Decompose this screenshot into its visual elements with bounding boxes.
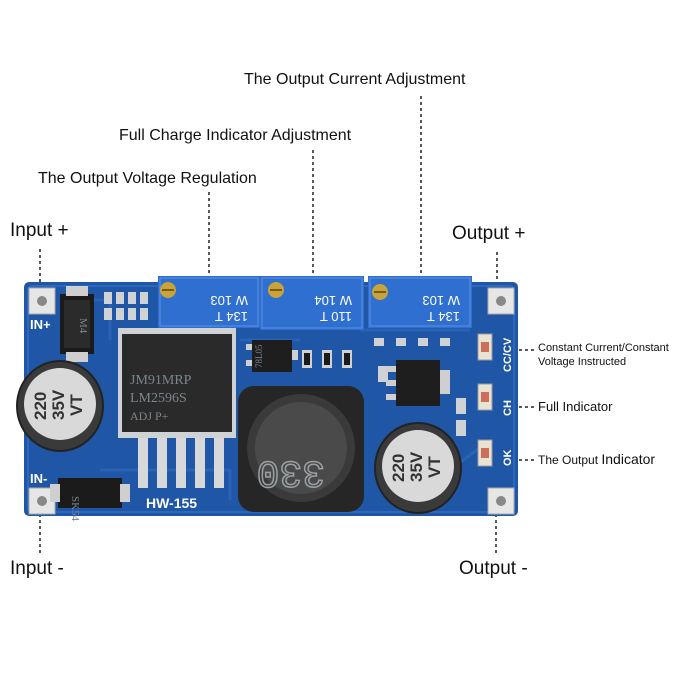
label-input-plus: Input + [10, 220, 69, 241]
svg-text:M4: M4 [77, 318, 89, 334]
svg-text:ADJ P+: ADJ P+ [130, 409, 169, 423]
label-output-indicator: The Output Indicator [538, 452, 655, 468]
led-cc-cv [477, 333, 493, 361]
silk-in-minus: IN- [30, 471, 47, 486]
svg-text:LM2596S: LM2596S [130, 391, 187, 406]
svg-text:W 103: W 103 [422, 293, 460, 308]
label-output-indicator-suffix: Indicator [601, 451, 656, 467]
label-output-indicator-prefix: The Output [538, 453, 602, 467]
svg-text:VT: VT [67, 394, 86, 416]
led-output [477, 439, 493, 467]
capacitor-left: 220 35V VT [16, 360, 104, 452]
label-cc-cv-line1: Constant Current/Constant [538, 342, 669, 354]
label-output-voltage-regulation: The Output Voltage Regulation [38, 170, 257, 187]
svg-text:220: 220 [31, 392, 50, 420]
silk-cc-cv: CC/CV [502, 337, 514, 372]
silk-ch: CH [502, 400, 514, 416]
label-input-minus: Input - [10, 558, 64, 579]
label-output-current-adjustment: The Output Current Adjustment [244, 71, 466, 88]
svg-text:110 T: 110 T [320, 309, 352, 324]
svg-text:35V: 35V [49, 389, 68, 420]
pad-input-plus [28, 287, 56, 315]
label-cc-cv: Constant Current/Constant Voltage Instru… [538, 341, 669, 369]
pot-full-charge: W 104 110 T [260, 276, 364, 330]
svg-text:JM91MRP: JM91MRP [130, 373, 192, 388]
label-full-indicator: Full Indicator [538, 399, 613, 414]
pad-output-plus [487, 287, 515, 315]
silk-model: HW-155 [146, 495, 197, 511]
label-output-plus: Output + [452, 223, 526, 244]
svg-text:134 T: 134 T [215, 309, 248, 324]
svg-text:220: 220 [389, 454, 408, 482]
diode-sk54: SK54 [50, 478, 130, 522]
svg-text:SK54: SK54 [69, 496, 81, 522]
ic-78l05: 78L05 [246, 340, 298, 372]
led-full [477, 383, 493, 411]
pot-voltage: W 103 134 T [158, 276, 260, 328]
label-full-charge-indicator-adjustment: Full Charge Indicator Adjustment [119, 127, 352, 144]
inductor-330: 330 [238, 386, 364, 512]
regulator-lm2596: JM91MRP LM2596S ADJ P+ [118, 328, 236, 488]
silk-ok: OK [502, 449, 514, 466]
label-cc-cv-line2: Voltage Instructed [538, 356, 627, 368]
pot-current: W 103 134 T [368, 276, 472, 328]
svg-text:VT: VT [425, 456, 444, 478]
svg-text:W 104: W 104 [314, 293, 352, 308]
svg-text:W 103: W 103 [210, 293, 248, 308]
diode-m4: M4 [60, 286, 94, 362]
label-output-minus: Output - [459, 558, 528, 579]
capacitor-right: 220 35V VT [374, 422, 462, 514]
ic-right [386, 360, 450, 406]
svg-text:330: 330 [257, 450, 325, 493]
svg-text:78L05: 78L05 [254, 344, 264, 368]
silk-in-plus: IN+ [30, 317, 51, 332]
svg-text:35V: 35V [407, 451, 426, 482]
svg-text:134 T: 134 T [427, 309, 460, 324]
pad-output-minus [487, 487, 515, 515]
